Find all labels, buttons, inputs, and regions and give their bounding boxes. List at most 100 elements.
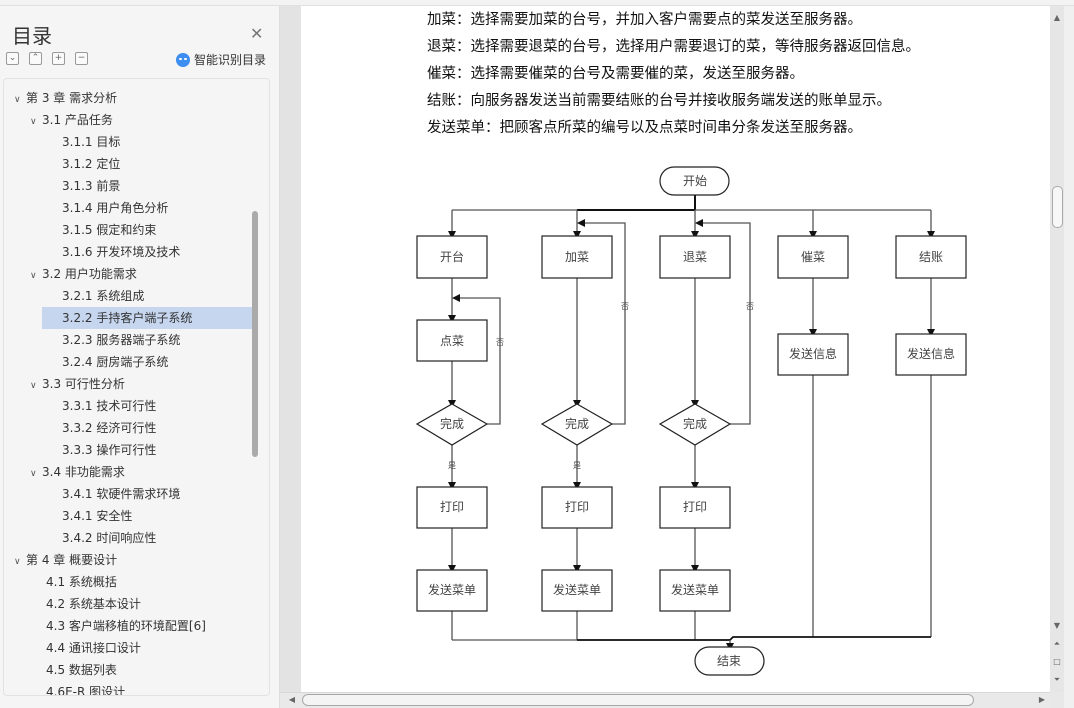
toc-item-label: 3.3.2 经济可行性 — [62, 421, 157, 435]
toc-item[interactable]: 4.3 客户端移植的环境配置[6] — [4, 615, 254, 637]
loop-back-connector — [695, 219, 751, 425]
toc-item-label: 3.2.3 服务器端子系统 — [62, 333, 181, 347]
toc-title: 目录 — [12, 24, 52, 48]
node-open-table — [416, 235, 488, 279]
node-label: 打印 — [683, 500, 707, 514]
toc-item[interactable]: 3.2.4 厨房端子系统 — [4, 351, 254, 373]
toc-item-label: 3.1.1 目标 — [62, 135, 121, 149]
next-page-icon[interactable]: ⏷ — [1053, 675, 1061, 684]
node-label: 结账 — [919, 250, 943, 264]
toc-item[interactable]: 3.2.3 服务器端子系统 — [4, 329, 254, 351]
scroll-right-icon[interactable]: ▶ — [1038, 695, 1046, 704]
decision-done-1 — [415, 403, 489, 446]
paragraph-add-dish: 加菜：选择需要加菜的台号，并加入客户需要点的菜发送至服务器。 — [427, 12, 862, 28]
vertical-scrollbar-thumb[interactable] — [1052, 186, 1063, 228]
node-label: 加菜 — [565, 250, 589, 264]
no-label: 否 — [621, 302, 629, 311]
chevron-down-icon[interactable]: ∨ — [30, 117, 37, 127]
toc-item[interactable]: ∨ 3.3 可行性分析 — [4, 373, 254, 395]
toc-item[interactable]: 3.1.5 假定和约束 — [4, 219, 254, 241]
toc-toolbar: ⌄ ⌃ + − — [6, 52, 88, 65]
prev-page-icon[interactable]: ⏶ — [1053, 639, 1061, 648]
toc-item[interactable]: 3.3.2 经济可行性 — [4, 417, 254, 439]
collapse-all-button[interactable]: ⌄ — [6, 52, 19, 65]
toc-item-label: 4.1 系统概括 — [46, 575, 117, 589]
chevron-down-icon[interactable]: ∨ — [14, 557, 21, 567]
decision-label: 完成 — [683, 416, 707, 431]
node-print-3 — [659, 486, 731, 529]
close-icon[interactable]: ✕ — [250, 24, 264, 43]
minus-icon: − — [77, 53, 86, 63]
expand-up-button[interactable]: ⌃ — [29, 52, 42, 65]
chevron-down-icon[interactable]: ∨ — [30, 469, 37, 479]
decision-label: 完成 — [440, 416, 464, 431]
node-order-dish — [416, 319, 488, 362]
smart-toc-button[interactable]: 智能识别目录 — [176, 51, 266, 68]
toc-scrollbar-thumb[interactable] — [252, 211, 258, 457]
toc-item[interactable]: 4.1 系统概括 — [4, 571, 254, 593]
toc-item-label: 3.4.1 软硬件需求环境 — [62, 487, 181, 501]
paragraph-send-menu: 发送菜单：把顾客点所菜的编号以及点菜时间串分条发送至服务器。 — [427, 120, 862, 136]
horizontal-scrollbar-thumb[interactable] — [302, 694, 974, 706]
smart-toc-label: 智能识别目录 — [194, 53, 267, 67]
node-label: 开台 — [440, 249, 464, 264]
toc-item[interactable]: 3.3.1 技术可行性 — [4, 395, 254, 417]
node-urge-dish — [777, 235, 849, 279]
scroll-left-icon[interactable]: ◀ — [288, 695, 296, 704]
chevron-down-icon[interactable]: ∨ — [14, 95, 21, 105]
toc-item[interactable]: 3.1.3 前景 — [4, 175, 254, 197]
yes-label: 是 — [448, 461, 456, 470]
toc-item[interactable]: 3.4.1 软硬件需求环境 — [4, 483, 254, 505]
vertical-scrollbar[interactable] — [1050, 6, 1064, 692]
toc-item[interactable]: 3.4.1 安全性 — [4, 505, 254, 527]
decision-done-2 — [540, 403, 614, 446]
toc-item[interactable]: 3.2.2 手持客户端子系统 — [42, 307, 254, 329]
toc-item[interactable]: ∨3.1 产品任务 — [4, 109, 254, 131]
node-return-dish — [659, 235, 731, 279]
scroll-down-icon[interactable]: ▼ — [1053, 621, 1061, 630]
node-label: 发送菜单 — [671, 582, 719, 597]
toc-item[interactable]: ∨ 3.4 非功能需求 — [4, 461, 254, 483]
start-label: 开始 — [683, 174, 707, 188]
expand-level-button[interactable]: + — [52, 52, 65, 65]
toc-item[interactable]: 3.1.6 开发环境及技术 — [4, 241, 254, 263]
chevron-down-icon: ⌄ — [8, 53, 17, 63]
toc-item-label: 3.2.2 手持客户端子系统 — [62, 311, 193, 325]
node-send-menu-2 — [541, 569, 613, 612]
toc-item[interactable]: 4.5 数据列表 — [4, 659, 254, 681]
scroll-up-icon[interactable]: ▲ — [1053, 13, 1061, 22]
toc-item[interactable]: ∨第 3 章 需求分析 — [4, 87, 254, 109]
toc-item[interactable]: 3.2.1 系统组成 — [4, 285, 254, 307]
toc-item[interactable]: 3.1.2 定位 — [4, 153, 254, 175]
toc-item-label: 3.1.5 假定和约束 — [62, 223, 157, 237]
node-label: 发送菜单 — [428, 582, 476, 597]
toc-item[interactable]: 3.1.1 目标 — [4, 131, 254, 153]
chevron-down-icon[interactable]: ∨ — [30, 271, 37, 281]
toc-item[interactable]: 3.4.2 时间响应性 — [4, 527, 254, 549]
node-label: 退菜 — [683, 250, 707, 264]
top-toolbar-edge — [0, 0, 1074, 6]
toc-item[interactable]: 4.6E-R 图设计 — [4, 681, 254, 695]
node-send-menu-1 — [416, 569, 488, 612]
toc-item-label: 3.4 非功能需求 — [42, 465, 125, 479]
node-label: 催菜 — [801, 250, 825, 264]
collapse-level-button[interactable]: − — [75, 52, 88, 65]
decision-label: 完成 — [565, 416, 589, 431]
end-terminal — [694, 646, 765, 676]
toc-item[interactable]: 4.4 通讯接口设计 — [4, 637, 254, 659]
toc-item[interactable]: 3.1.4 用户角色分析 — [4, 197, 254, 219]
node-label: 发送菜单 — [553, 582, 601, 597]
toc-item[interactable]: 3.3.3 操作可行性 — [4, 439, 254, 461]
chevron-down-icon[interactable]: ∨ — [30, 381, 37, 391]
toc-item[interactable]: ∨3.2 用户功能需求 — [4, 263, 254, 285]
chevron-up-icon: ⌃ — [31, 53, 40, 63]
toc-item-label: 3.3 可行性分析 — [42, 377, 125, 391]
node-add-dish — [541, 235, 613, 279]
node-print-2 — [541, 486, 613, 529]
toc-item[interactable]: ∨第 4 章 概要设计 — [4, 549, 254, 571]
start-terminal — [659, 166, 730, 196]
paragraph-checkout: 结账：向服务器发送当前需要结账的台号并接收服务端发送的账单显示。 — [427, 93, 891, 109]
toc-item[interactable]: 4.2 系统基本设计 — [4, 593, 254, 615]
select-browse-object-icon[interactable]: □ — [1053, 657, 1061, 666]
